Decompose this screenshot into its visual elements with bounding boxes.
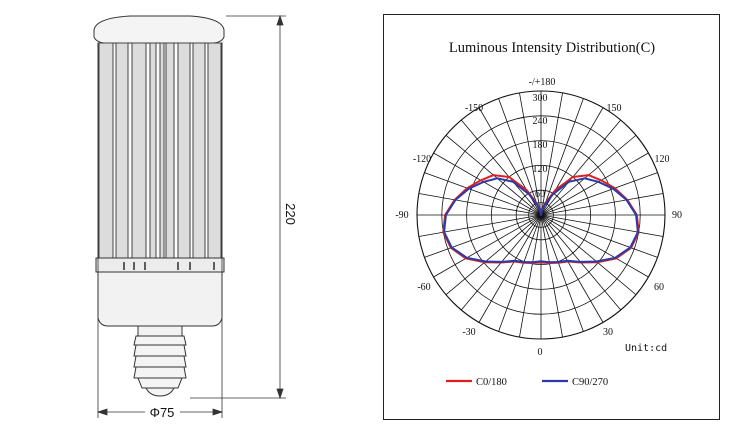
polar-chart-panel: Luminous Intensity Distribution(C) 300 2…: [383, 14, 720, 420]
polar-spoke: [540, 214, 584, 332]
polar-spoke: [540, 214, 658, 258]
polar-spoke: [540, 98, 584, 216]
polar-spoke: [540, 214, 664, 237]
polar-spoke: [540, 193, 664, 216]
radial-tick-60: 60: [535, 189, 545, 200]
angle-label-90: 90: [672, 210, 682, 221]
polar-spoke: [540, 119, 622, 216]
collar-clips: [123, 262, 215, 270]
polar-spoke: [540, 214, 649, 278]
polar-spoke: [519, 214, 542, 338]
polar-spoke: [433, 152, 542, 216]
bulb-drawing: 220 Φ75: [93, 14, 298, 420]
polar-spoke: [445, 214, 542, 296]
polar-curves: [442, 174, 640, 264]
angle-label-150: 150: [607, 103, 622, 114]
polar-spoke: [460, 119, 542, 216]
polar-spoke: [519, 92, 542, 216]
polar-spoke: [424, 214, 542, 258]
polar-spoke: [424, 172, 542, 216]
polar-spoke: [540, 172, 658, 216]
angle-label-minus-90: -90: [395, 210, 408, 221]
angle-label-minus-150: -150: [465, 103, 483, 114]
polar-spoke: [540, 152, 649, 216]
radial-tick-180: 180: [533, 140, 548, 151]
legend-label-c0: C0/180: [476, 377, 507, 388]
height-dimension: [190, 14, 286, 400]
polar-spoke: [540, 214, 604, 323]
angle-label-minus-60: -60: [417, 282, 430, 293]
polar-spoke: [418, 193, 542, 216]
polar-spoke: [540, 92, 563, 216]
led-strips: [98, 42, 222, 259]
radial-tick-300: 300: [533, 93, 548, 104]
driver-housing: [97, 271, 223, 327]
angle-label-60: 60: [654, 282, 664, 293]
polar-chart: Luminous Intensity Distribution(C) 300 2…: [395, 40, 682, 388]
angle-label-0: 0: [538, 347, 543, 358]
polar-spoke: [498, 98, 542, 216]
width-dimension: [96, 258, 224, 418]
bulb-top-cap: [93, 15, 225, 44]
height-label: 220: [283, 203, 298, 225]
angle-label-180: -/+180: [529, 77, 556, 88]
angle-label-30: 30: [603, 327, 613, 338]
polar-spoke: [478, 214, 542, 323]
unit-label: Unit:cd: [625, 343, 667, 354]
polar-spoke: [498, 214, 542, 332]
radial-tick-240: 240: [533, 116, 548, 127]
bulb-collar: [95, 257, 225, 273]
width-label: Φ75: [150, 405, 175, 420]
radial-tick-120: 120: [533, 164, 548, 175]
polar-spoke: [540, 214, 563, 338]
polar-spoke: [433, 214, 542, 278]
screw-base: [133, 335, 187, 397]
angle-label-120: 120: [655, 154, 670, 165]
legend-label-c90: C90/270: [572, 377, 608, 388]
polar-spoke: [540, 214, 637, 296]
angle-label-minus-120: -120: [413, 154, 431, 165]
legend: C0/180 C90/270: [446, 377, 608, 388]
bulb-neck: [137, 325, 183, 337]
polar-spoke: [418, 214, 542, 237]
angle-label-minus-30: -30: [462, 327, 475, 338]
series-curve-1: [443, 177, 639, 264]
chart-title: Luminous Intensity Distribution(C): [449, 40, 655, 56]
